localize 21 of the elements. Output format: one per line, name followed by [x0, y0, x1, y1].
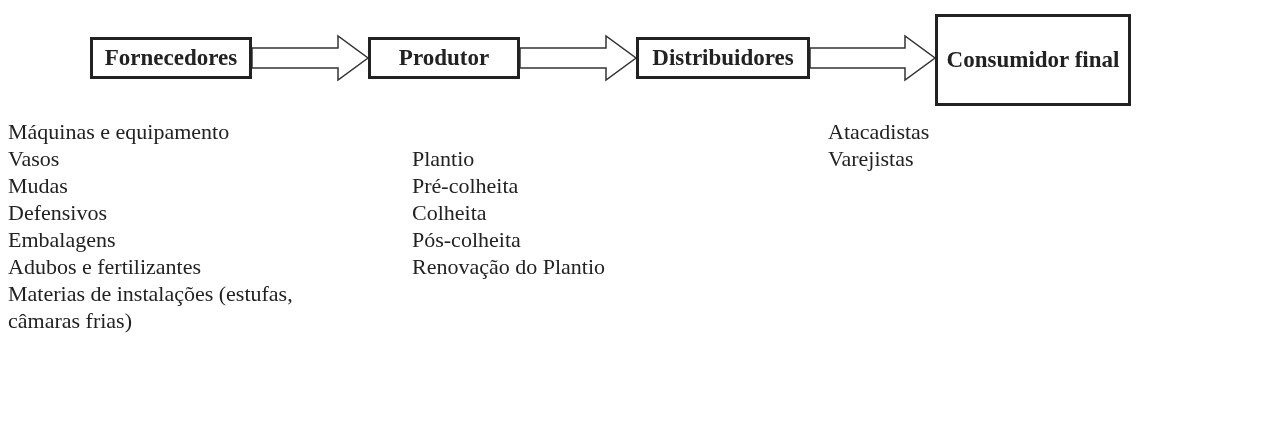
stage-box: Fornecedores [90, 37, 252, 79]
list-item: Pós-colheita [412, 226, 522, 253]
block-arrow [519, 34, 638, 82]
list-item: Varejistas [828, 145, 915, 172]
stage-box: Produtor [368, 37, 520, 79]
list-item: Colheita [412, 199, 488, 226]
list-item: Máquinas e equipamento [8, 118, 231, 145]
list-item: Adubos e fertilizantes [8, 253, 203, 280]
list-item: Atacadistas [828, 118, 931, 145]
list-item: Vasos [8, 145, 61, 172]
list-item: Renovação do Plantio [412, 253, 607, 280]
stage-box: Consumidor final [935, 14, 1131, 106]
list-item: Mudas [8, 172, 69, 199]
list-item: Pré-colheita [412, 172, 520, 199]
block-arrow [809, 34, 937, 82]
list-item: Plantio [412, 145, 476, 172]
block-arrow [251, 34, 370, 82]
list-item: Defensivos [8, 199, 108, 226]
stage-box: Distribuidores [636, 37, 810, 79]
list-item: Materias de instalações (estufas, câmaras frias) [8, 280, 294, 334]
list-item: Embalagens [8, 226, 117, 253]
